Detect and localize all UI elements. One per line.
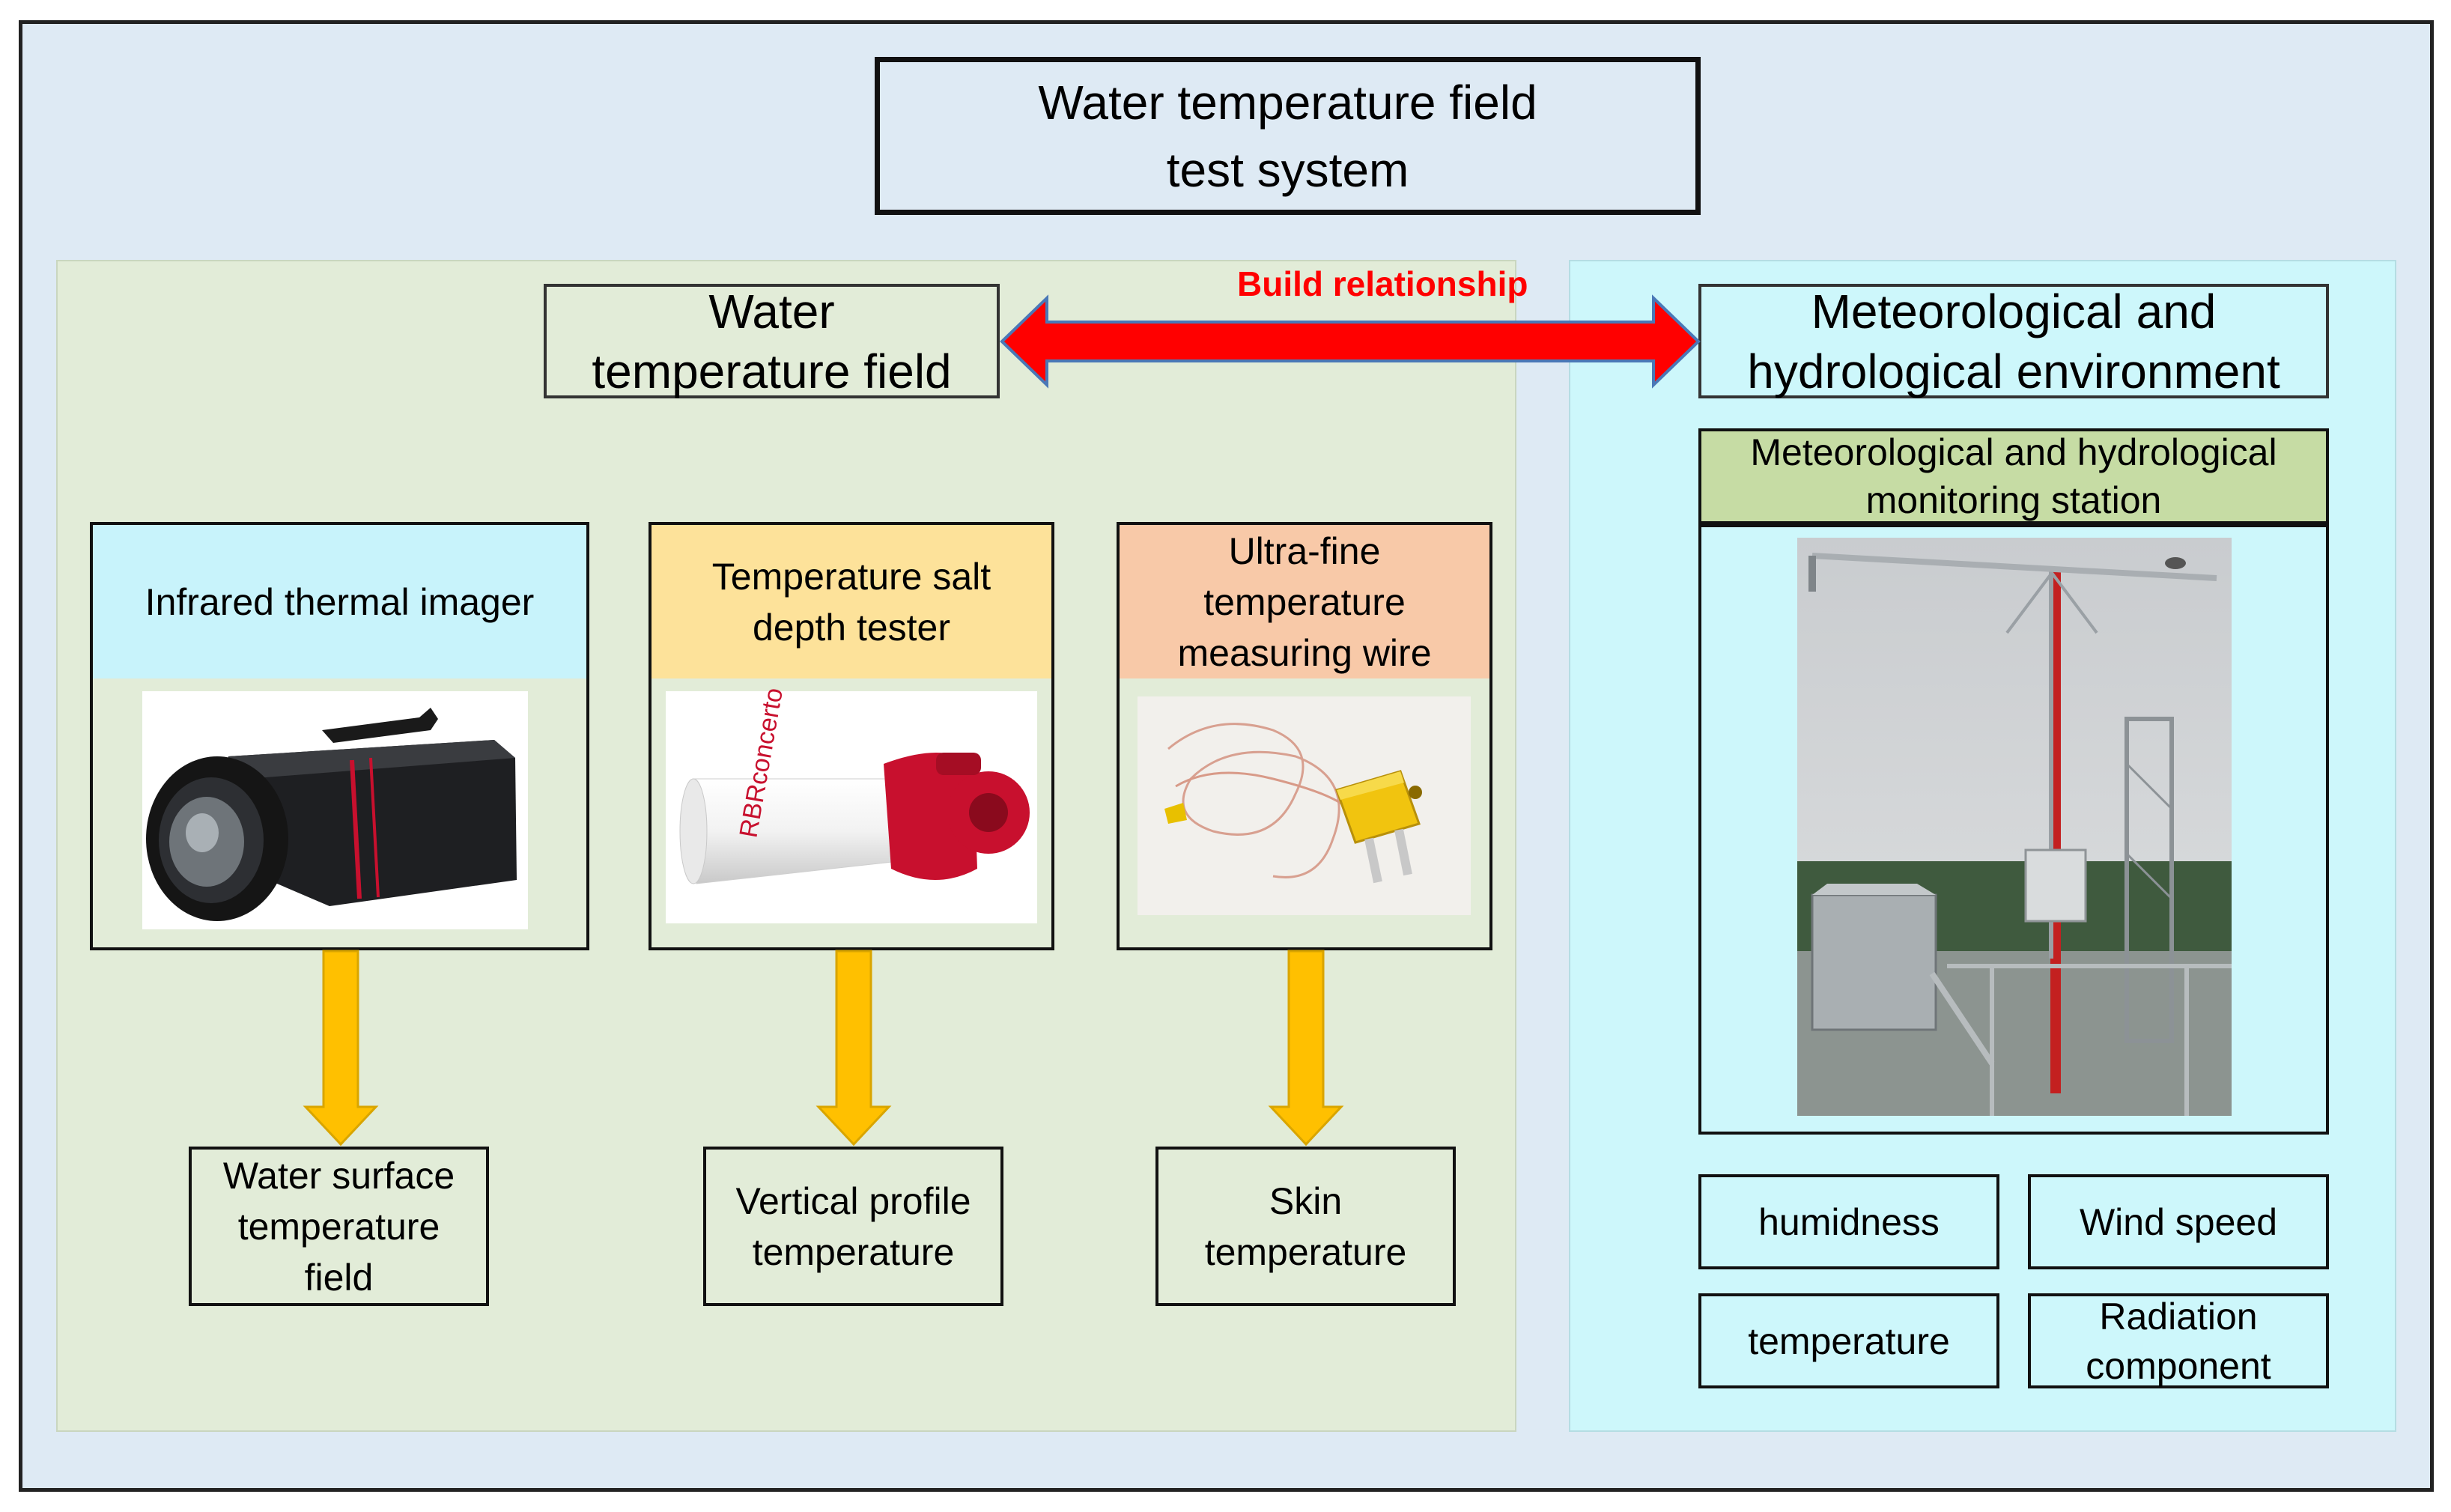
temperature-wire-image [1138,696,1471,915]
temperature-box: temperature [1698,1293,1999,1388]
down-arrow-ctd [816,950,892,1147]
water-surface-temperature-field-box: Water surface temperature field [189,1147,489,1306]
relationship-double-arrow [1000,294,1701,389]
infrared-thermal-imager-label: Infrared thermal imager [90,522,589,681]
radiation-component-box: Radiation component [2028,1293,2329,1388]
humidness-box: humidness [1698,1174,1999,1269]
vertical-profile-temperature-box: Vertical profile temperature [703,1147,1003,1306]
down-arrow-infrared [303,950,379,1147]
monitoring-station-image [1797,538,2232,1116]
down-arrow-wire [1268,950,1344,1147]
temperature-salt-depth-tester-label: Temperature salt depth tester [649,522,1054,681]
wind-speed-box: Wind speed [2028,1174,2329,1269]
ctd-tester-image: RBRconcerto [666,686,1037,923]
ultra-fine-wire-label: Ultra-fine temperature measuring wire [1117,522,1492,681]
diagram-title: Water temperature field test system [875,57,1701,215]
build-relationship-label: Build relationship [1237,264,1528,303]
meteorological-hydrological-header: Meteorological and hydrological environm… [1698,284,2329,398]
skin-temperature-box: Skin temperature [1155,1147,1456,1306]
water-temperature-field-header: Water temperature field [544,284,1000,398]
monitoring-station-label: Meteorological and hydrological monitori… [1698,428,2329,524]
thermal-imager-image [142,691,528,929]
